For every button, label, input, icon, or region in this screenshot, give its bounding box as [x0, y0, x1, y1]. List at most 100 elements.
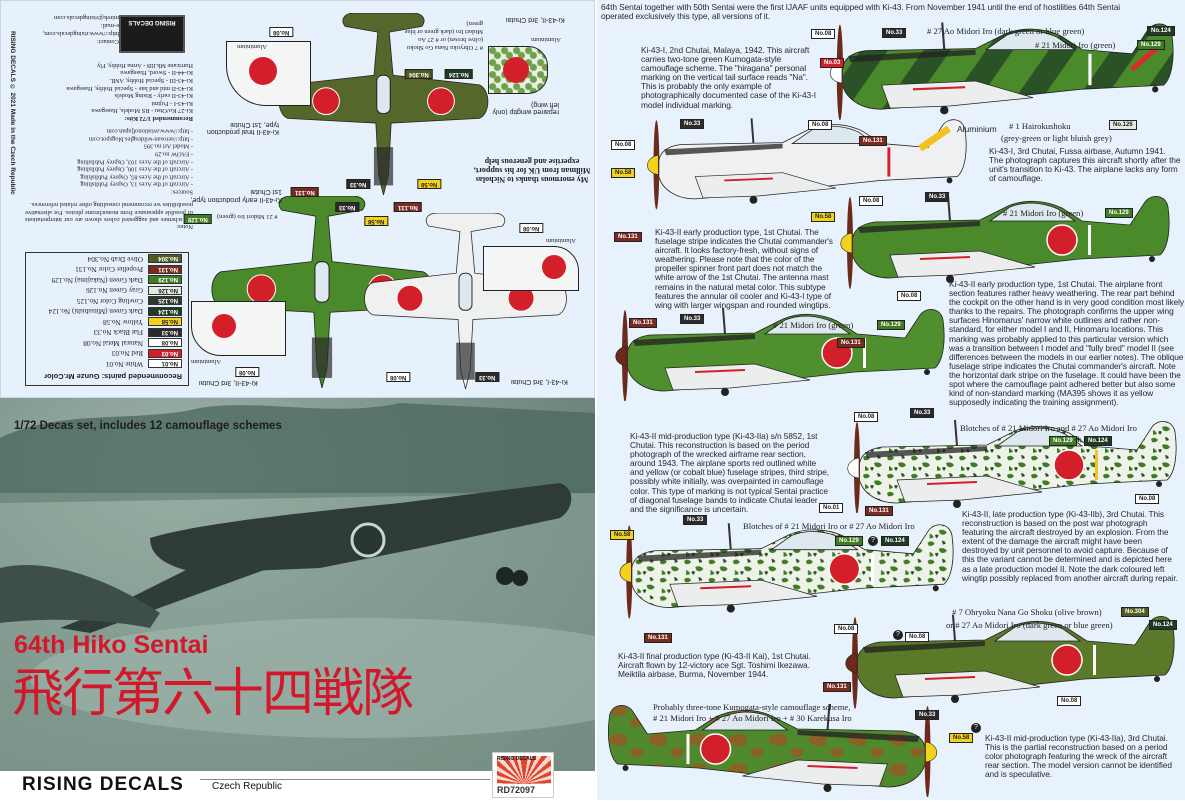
- paint-swatch: No.131: [148, 264, 182, 274]
- scheme-8-description: Ki-43-II mid-production type (Ki-43-IIa)…: [985, 733, 1172, 780]
- label: Ki-43-II, 3rd Chutai: [506, 16, 565, 23]
- top-view-ki43-i: [353, 213, 578, 389]
- set-caption: 1/72 Decas set, includes 12 camouflage s…: [14, 420, 282, 432]
- paint-name: Flat Black No.33: [93, 328, 143, 337]
- paint-chip: No.08: [854, 412, 879, 422]
- label: Ki-43-II, 3rd Chutai: [199, 379, 258, 386]
- source-item: - FAOW no.29: [155, 150, 193, 158]
- scheme-6-description: Ki-43-II, late production type (Ki-43-II…: [962, 509, 1178, 583]
- callout: Aluminium: [957, 124, 997, 134]
- paint-chip: No.129: [835, 536, 863, 546]
- paint-swatch: No.304: [148, 254, 182, 264]
- paint-chip: No.58: [364, 216, 389, 226]
- paint-chip: No.124: [1084, 436, 1112, 446]
- source-item: - Aircraft of the Aces 13, Osprey Publis…: [80, 180, 193, 188]
- label: Aluminium: [546, 237, 576, 244]
- callout: # 27 Ao Midori Iro (dark green or blue g…: [927, 26, 1085, 36]
- paint-swatch: No.03: [148, 348, 182, 358]
- paint-chip: No.33: [910, 408, 935, 418]
- paint-chip: No.58: [811, 212, 836, 222]
- paint-chip: No.129: [1049, 436, 1077, 446]
- paint-chip: No.33: [915, 710, 940, 720]
- paint-chip: No.33: [925, 192, 950, 202]
- product-code: RD72097: [497, 785, 536, 795]
- brand-vertical-text: RISING DECALS © 2021 Made in the Czech R…: [9, 31, 16, 195]
- paint-chip: No.124: [881, 536, 909, 546]
- scheme-5-description: Ki-43-II mid-production type (Ki-43-IIa)…: [630, 431, 829, 514]
- scheme-3-description: Ki-43-II early production type, 1st Chut…: [655, 227, 833, 310]
- paint-row: No.126 Gray Green No.126: [32, 285, 182, 296]
- paint-name: Cowling Color No.125: [76, 296, 143, 305]
- paint-chip: No.129: [1137, 40, 1165, 50]
- label: # 21 Midori Iro (green): [217, 213, 278, 220]
- paint-chip: No.08: [897, 291, 922, 301]
- paint-chip: No.124: [445, 69, 473, 79]
- paint-chip: No.08: [386, 372, 411, 382]
- photo-aircraft-silhouette: [0, 403, 595, 771]
- recommended-kits: Recommended 1/72 Kits: Ki-27 Ko/Otsu - R…: [31, 61, 193, 122]
- sentai-title-japanese: 飛行第六十四戦隊: [12, 665, 414, 723]
- paint-chip: No.33: [680, 119, 705, 129]
- paint-chip: No.131: [837, 338, 865, 348]
- source-item: - Model Art no.395: [143, 142, 193, 150]
- paint-chip: No.131: [629, 318, 657, 328]
- source-item: - Aircraft of the Aces 100, Osprey Publi…: [77, 165, 193, 173]
- paint-chip: No.131: [394, 202, 422, 212]
- callout: # 7 Ohryoku Nana Go Shoku (olive brown): [952, 607, 1102, 617]
- paint-chip: No.08: [811, 29, 836, 39]
- scheme-1-description: Ki-43-I, 2nd Chutai, Malaya, 1942. This …: [641, 45, 817, 110]
- paint-row: No.125 Cowling Color No.125: [32, 296, 182, 307]
- paint-chip: No.124: [1147, 26, 1175, 36]
- paint-chip: No.131: [859, 136, 887, 146]
- paint-chip: No.58: [610, 530, 635, 540]
- kit-item: Hurricane Mk.IIB - Arma Hobby, Fly: [97, 61, 193, 69]
- notes-title: Notes:: [176, 222, 193, 230]
- kits-title: Recommended 1/72 Kits:: [124, 114, 193, 122]
- paint-row: No.304 Olive Drab No.304: [32, 254, 182, 265]
- source-item: - http://www.aviationofjapan.com: [106, 127, 193, 135]
- paint-chip: No.126: [1109, 120, 1137, 130]
- paint-name: Gray Green No.126: [86, 286, 143, 295]
- wing-panel-aluminium: [226, 41, 311, 106]
- paint-chip: No.33: [882, 28, 907, 38]
- paint-name: White No.01: [105, 359, 143, 368]
- paint-chip: No.304: [405, 69, 433, 79]
- paint-swatch: No.129: [148, 275, 182, 285]
- contact-label: Contact:: [96, 38, 119, 45]
- scheme-4-description: Ki-43-II early production type, 1st Chut…: [949, 279, 1184, 408]
- wing-panel-aluminium: [191, 301, 286, 356]
- paint-chip: No.33: [346, 179, 371, 189]
- paint-chip: No.131: [823, 682, 851, 692]
- paint-name: Propeller Color No.131: [75, 265, 143, 274]
- source-item: - Aircraft of the Aces 103, Osprey Publi…: [77, 157, 193, 165]
- box-logo: RISING DECALS RD72097: [492, 752, 554, 798]
- kit-item: Ki-43-I - Fujimi: [151, 99, 193, 107]
- paint-chip: No.33: [475, 372, 500, 382]
- label: Ki-43-II early production type, 1st Chut…: [190, 188, 282, 203]
- paint-swatch: No.126: [148, 285, 182, 295]
- paint-chip: No.08: [808, 120, 833, 130]
- paint-name: Yellow No.58: [102, 317, 143, 326]
- kit-item: Ki-27 Ko/Otsu - RS Models, Hasegawa: [91, 107, 193, 115]
- paint-chip: No.304: [1121, 607, 1149, 617]
- paint-row: No.131 Propeller Color No.131: [32, 264, 182, 275]
- paint-chip: No.08: [1057, 696, 1082, 706]
- paint-name: Olive Drab No.304: [87, 254, 143, 263]
- box-logo-text: RISING DECALS: [497, 756, 537, 762]
- paint-chip: No.01: [819, 503, 844, 513]
- paint-swatch: No.125: [148, 296, 182, 306]
- callout: or # 27 Ao Midori Iro (dark green or blu…: [946, 620, 1113, 630]
- paint-chip: No.08: [834, 624, 859, 634]
- callout: # 1 Hairokushoku: [1009, 121, 1071, 131]
- profile-ki43-ii-early-1: [830, 192, 1170, 289]
- source-item: - http://aerosan-wildeagles.blogspot.com: [88, 135, 193, 143]
- brand-name: RISING DECALS: [22, 774, 184, 795]
- notes-text: All schemes and suggested colors shown a…: [25, 201, 193, 223]
- contact-block: Contact: http://www.risingdecals.com, e-…: [39, 13, 119, 45]
- paint-chip: No.33: [683, 515, 708, 525]
- kit-item: Ki-43-II early - Rising Models: [114, 91, 193, 99]
